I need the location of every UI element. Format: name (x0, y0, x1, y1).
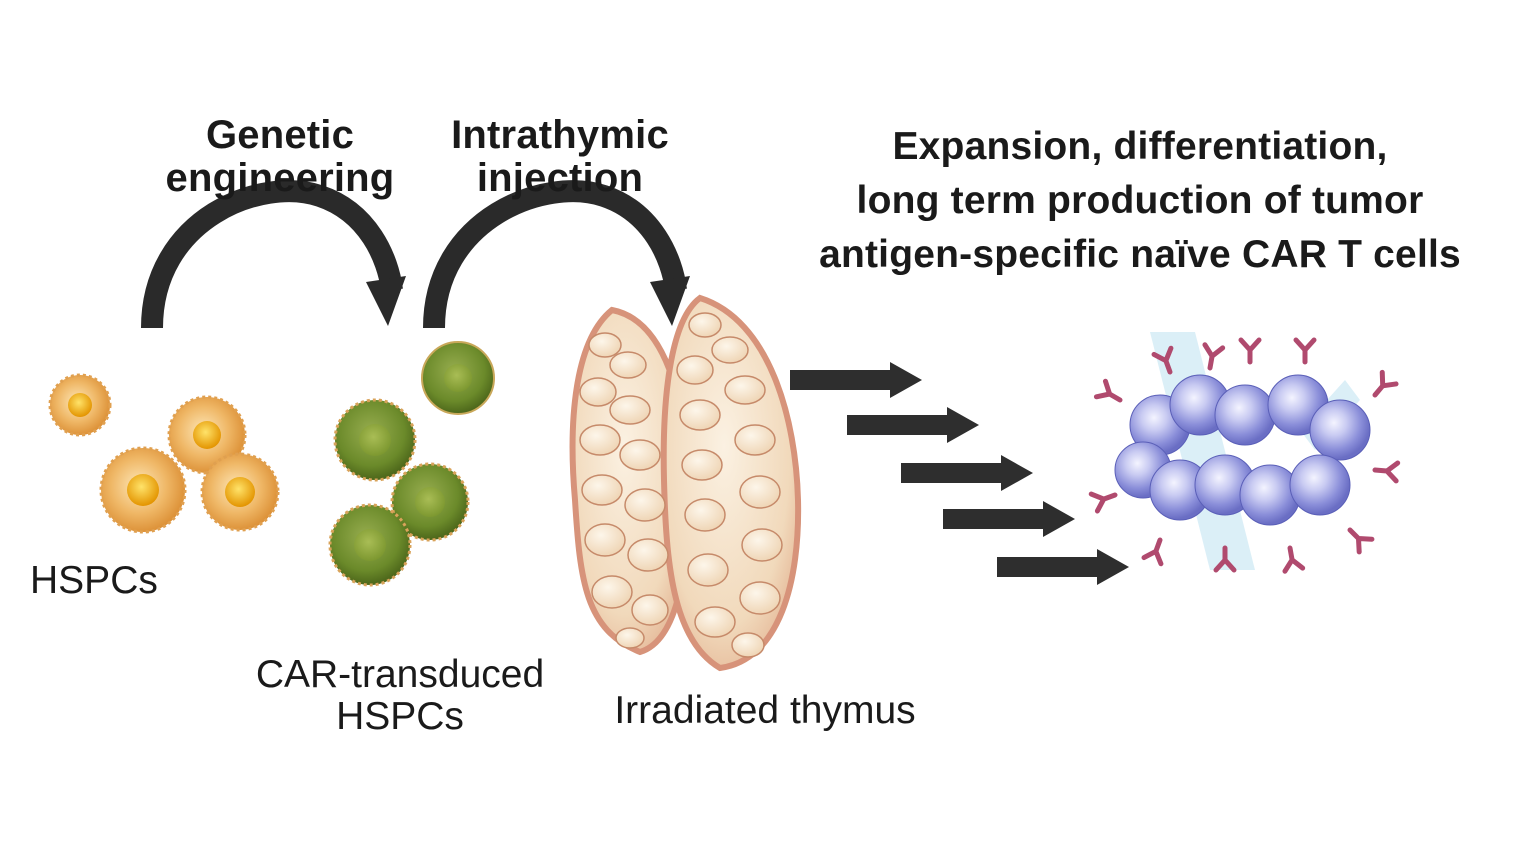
intrathymic-injection-line-2: injection (476, 156, 644, 201)
car-transduced-label: CAR-transduced HSPCs (220, 653, 580, 739)
irradiated-thymus-label: Irradiated thymus (570, 689, 960, 732)
car-hspc-cell-icon (328, 503, 412, 587)
hspc-cell-icon (167, 395, 247, 475)
car-hspc-cluster (328, 341, 495, 587)
outcome-line-3: antigen-specific naïve CAR T cells (819, 232, 1461, 276)
car-hspc-cell-icon (333, 398, 417, 482)
curved-arrow-icon (141, 180, 406, 329)
car-transduced-line-2: HSPCs (336, 695, 464, 739)
genetic-engineering-line-1: Genetic (205, 113, 355, 157)
outcome-line-2: long term production of tumor (856, 178, 1424, 222)
hspcs-label-text: HSPCs (30, 559, 158, 602)
outcome-label: Expansion, differentiation, long term pr… (770, 120, 1510, 281)
right-arrow-icon (790, 362, 922, 398)
genetic-engineering-line-2: engineering (165, 156, 395, 201)
right-arrow-icon (901, 455, 1033, 491)
right-arrow-group (790, 362, 1129, 585)
intrathymic-injection-label: Intrathymic injection (410, 113, 710, 201)
curved-arrow-icon (423, 180, 690, 329)
outcome-line-1: Expansion, differentiation, (892, 125, 1388, 168)
genetic-engineering-label: Genetic engineering (120, 113, 440, 201)
intrathymic-injection-line-1: Intrathymic (451, 113, 669, 157)
thymus-icon (569, 294, 802, 672)
right-arrow-icon (847, 407, 979, 443)
right-arrow-icon (997, 549, 1129, 585)
car-transduced-line-1: CAR-transduced (255, 653, 545, 696)
right-arrow-icon (943, 501, 1075, 537)
irradiated-thymus-text: Irradiated thymus (614, 689, 916, 732)
car-hspc-cell-icon (390, 462, 470, 542)
car-t-cell-icon (1114, 374, 1371, 526)
hspcs-label: HSPCs (30, 559, 210, 602)
hspc-cell-icon (99, 446, 187, 534)
car-t-cell-cluster (1091, 332, 1397, 571)
hspc-cell-icon (48, 373, 112, 437)
car-hspc-cell-icon (421, 341, 495, 415)
hspc-cluster (48, 373, 280, 534)
hspc-cell-icon (200, 452, 280, 532)
